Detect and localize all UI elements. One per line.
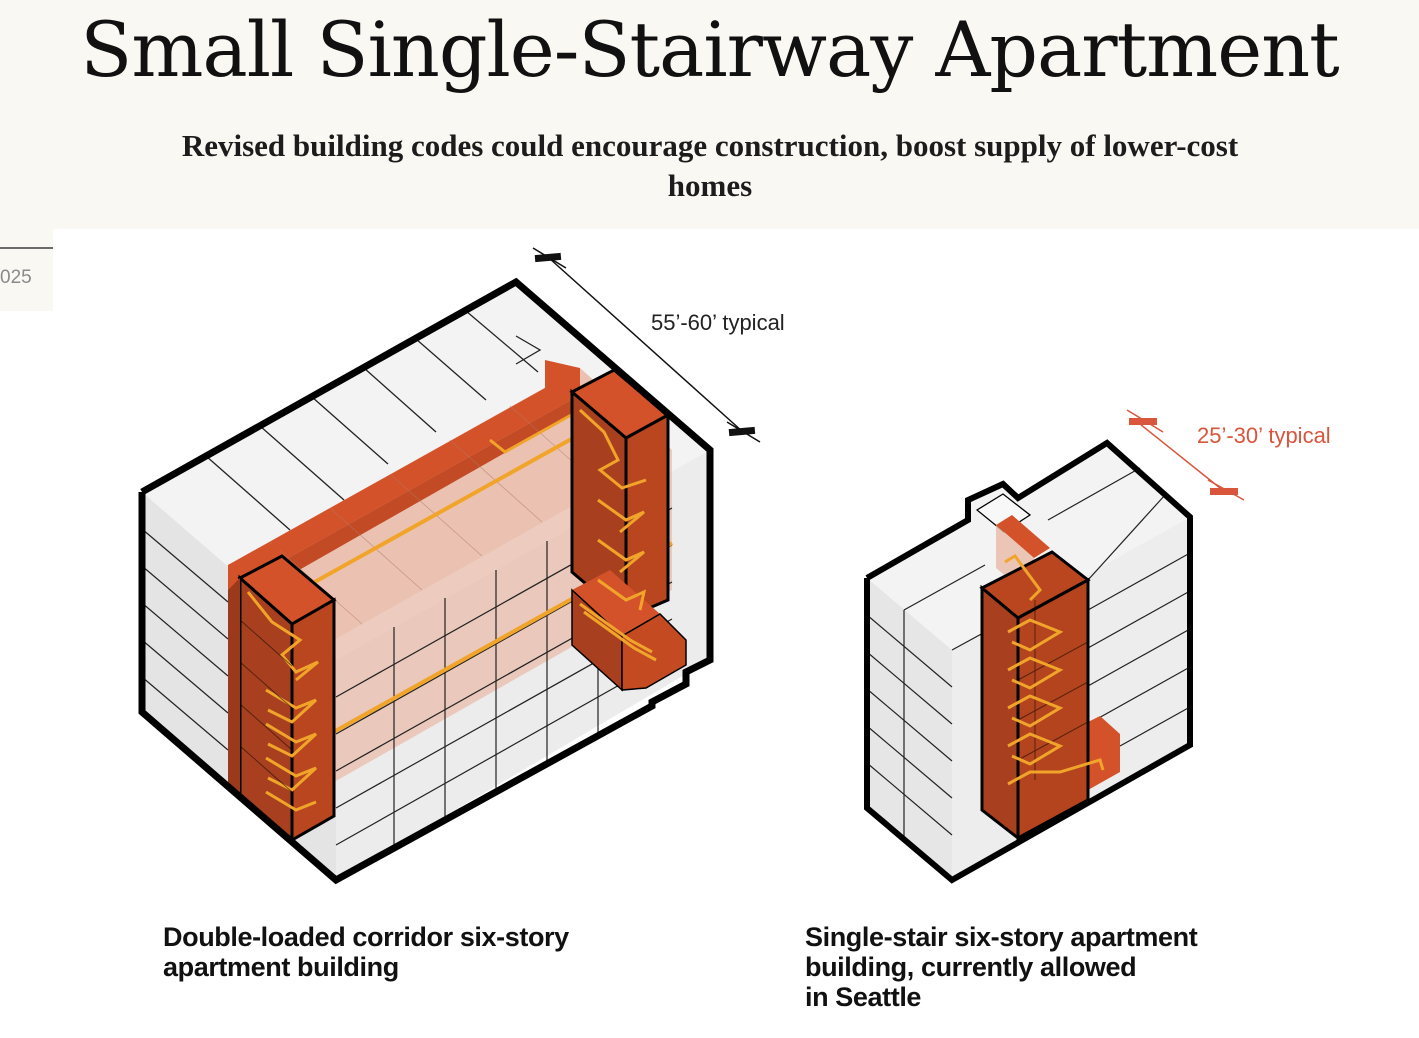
page-subtitle: Revised building codes could encourage c… [181, 128, 1239, 203]
caption-line: apartment building [163, 952, 399, 982]
dimension-marker-right [1126, 409, 1245, 501]
caption-line: Double-loaded corridor six-story [163, 922, 569, 952]
stair-core-right [569, 368, 687, 692]
double-loaded-corridor-building [138, 277, 714, 885]
caption-line: Single-stair six-story apartment [805, 922, 1198, 952]
page-title: Small Single-Stairway Apartment [80, 5, 1339, 94]
caption-line: in Seattle [805, 982, 922, 1012]
caption-left: Double-loaded corridor six-story apartme… [163, 922, 623, 982]
dimension-marker-left [532, 247, 761, 443]
side-date-tab: 025 [0, 229, 53, 311]
header: Small Single-Stairway Apartment Revised … [0, 0, 1419, 229]
divider [0, 247, 53, 249]
stair-core-single [979, 550, 1105, 842]
caption-line: building, currently allowed [805, 952, 1137, 982]
dimension-label-left: 55’-60’ typical [651, 310, 785, 335]
caption-right: Single-stair six-story apartment buildin… [805, 922, 1245, 1012]
building-comparison-illustration [138, 247, 1245, 885]
date-fragment: 025 [0, 267, 32, 288]
single-stair-building [864, 439, 1193, 884]
stair-core-left [228, 540, 337, 844]
dimension-label-right: 25’-30’ typical [1197, 423, 1331, 448]
